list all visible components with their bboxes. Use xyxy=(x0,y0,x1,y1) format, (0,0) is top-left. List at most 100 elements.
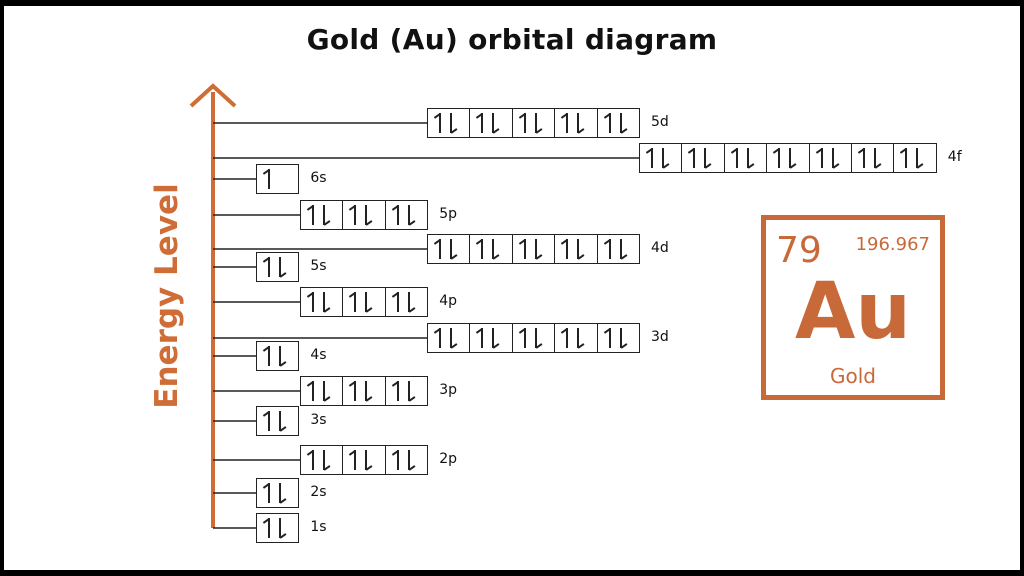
level-connectors xyxy=(213,122,639,529)
orbital-box-2s xyxy=(256,478,300,508)
element-name: Gold xyxy=(830,364,876,388)
spin-up-arrow-icon xyxy=(523,239,526,259)
orbital-box-2p xyxy=(300,445,344,475)
orbital-box-5p xyxy=(384,200,429,230)
orbital-box-4d xyxy=(596,234,640,264)
element-symbol: Au xyxy=(795,267,911,357)
spin-down-arrow-icon xyxy=(450,239,452,259)
spin-up-arrow-icon xyxy=(439,113,441,133)
spin-up-arrow-icon xyxy=(523,328,526,348)
spin-down-arrow-icon xyxy=(323,381,325,401)
orbital-label-3p: 3p xyxy=(439,382,457,398)
spin-down-arrow-icon xyxy=(704,148,707,168)
spin-up-arrow-icon xyxy=(608,113,611,133)
orbital-label-5s: 5s xyxy=(310,258,327,274)
orbital-box-5d xyxy=(511,108,556,138)
orbital-box-4f xyxy=(893,143,937,173)
spin-up-arrow-icon xyxy=(481,328,484,348)
orbital-label-3d: 3d xyxy=(651,329,669,345)
spin-up-arrow-icon xyxy=(523,113,526,133)
spin-up-arrow-icon xyxy=(396,292,399,312)
spin-down-arrow-icon xyxy=(619,113,622,133)
spin-up-arrow-icon xyxy=(396,381,399,401)
energy-level-label: Energy Level xyxy=(149,183,185,409)
spin-down-arrow-icon xyxy=(365,450,368,470)
spin-down-arrow-icon xyxy=(450,328,452,348)
spin-up-arrow-icon xyxy=(354,381,357,401)
spin-up-arrow-icon xyxy=(354,450,357,470)
spin-down-arrow-icon xyxy=(789,148,792,168)
atomic-mass: 196.967 xyxy=(855,234,930,255)
spin-down-arrow-icon xyxy=(279,346,281,366)
element-card: 79 196.967 Au Gold xyxy=(761,215,945,400)
spin-up-arrow-icon xyxy=(608,328,611,348)
spin-up-arrow-icon xyxy=(439,328,441,348)
spin-down-arrow-icon xyxy=(916,148,919,168)
spin-up-arrow-icon xyxy=(312,292,314,312)
spin-down-arrow-icon xyxy=(874,148,876,168)
orbital-box-4f xyxy=(639,143,683,173)
orbital-box-5d xyxy=(469,108,513,138)
orbital-box-4f xyxy=(681,143,725,173)
orbital-box-4p xyxy=(342,287,386,317)
spin-up-arrow-icon xyxy=(268,483,270,503)
orbital-label-4p: 4p xyxy=(439,293,457,309)
orbital-box-4f xyxy=(766,143,810,173)
orbital-box-3d xyxy=(511,323,556,353)
orbital-box-4p xyxy=(300,287,344,317)
orbital-label-2p: 2p xyxy=(439,451,457,467)
spin-up-arrow-icon xyxy=(693,148,696,168)
spin-up-arrow-icon xyxy=(651,148,653,168)
spin-down-arrow-icon xyxy=(407,381,410,401)
orbital-box-4p xyxy=(384,287,429,317)
energy-axis xyxy=(189,83,639,529)
spin-down-arrow-icon xyxy=(279,483,281,503)
orbital-box-4f xyxy=(851,143,895,173)
orbital-box-4d xyxy=(511,234,556,264)
spin-up-arrow-icon xyxy=(566,239,569,259)
orbital-box-4d xyxy=(554,234,598,264)
spin-up-arrow-icon xyxy=(735,148,738,168)
spin-down-arrow-icon xyxy=(534,113,537,133)
spin-up-arrow-icon xyxy=(268,257,270,277)
spin-down-arrow-icon xyxy=(492,328,495,348)
spin-up-arrow-icon xyxy=(268,411,270,431)
orbital-box-3s xyxy=(256,406,300,436)
orbital-box-3d xyxy=(427,323,471,353)
orbital-box-4f xyxy=(723,143,768,173)
energy-axis-arrowhead xyxy=(189,83,237,108)
orbital-box-5d xyxy=(427,108,471,138)
diagram-canvas: Gold (Au) orbital diagram Energy Level 5… xyxy=(4,6,1020,570)
spin-down-arrow-icon xyxy=(279,257,281,277)
orbital-box-3p xyxy=(342,376,386,406)
spin-up-arrow-icon xyxy=(312,450,314,470)
orbital-box-5d xyxy=(554,108,598,138)
spin-up-arrow-icon xyxy=(481,239,484,259)
spin-up-arrow-icon xyxy=(396,450,399,470)
spin-down-arrow-icon xyxy=(323,292,325,312)
orbital-box-1s xyxy=(256,513,300,543)
orbital-label-1s: 1s xyxy=(310,519,327,535)
orbital-label-4f: 4f xyxy=(947,149,962,165)
spin-down-arrow-icon xyxy=(450,113,452,133)
orbital-label-2s: 2s xyxy=(310,484,327,500)
spin-down-arrow-icon xyxy=(279,518,281,538)
spin-down-arrow-icon xyxy=(323,450,325,470)
orbital-label-4d: 4d xyxy=(651,240,669,256)
spin-up-arrow-icon xyxy=(312,205,314,225)
spin-up-arrow-icon xyxy=(439,239,441,259)
orbital-box-4s xyxy=(256,341,300,371)
spin-down-arrow-icon xyxy=(534,239,537,259)
spin-up-arrow-icon xyxy=(608,239,611,259)
spin-down-arrow-icon xyxy=(534,328,537,348)
orbital-box-5p xyxy=(300,200,344,230)
orbital-box-3p xyxy=(300,376,344,406)
spin-down-arrow-icon xyxy=(577,328,580,348)
spin-down-arrow-icon xyxy=(492,113,495,133)
spin-down-arrow-icon xyxy=(662,148,664,168)
orbital-box-5d xyxy=(596,108,640,138)
spin-down-arrow-icon xyxy=(365,205,368,225)
page-title: Gold (Au) orbital diagram xyxy=(306,23,718,56)
orbital-box-4d xyxy=(469,234,513,264)
